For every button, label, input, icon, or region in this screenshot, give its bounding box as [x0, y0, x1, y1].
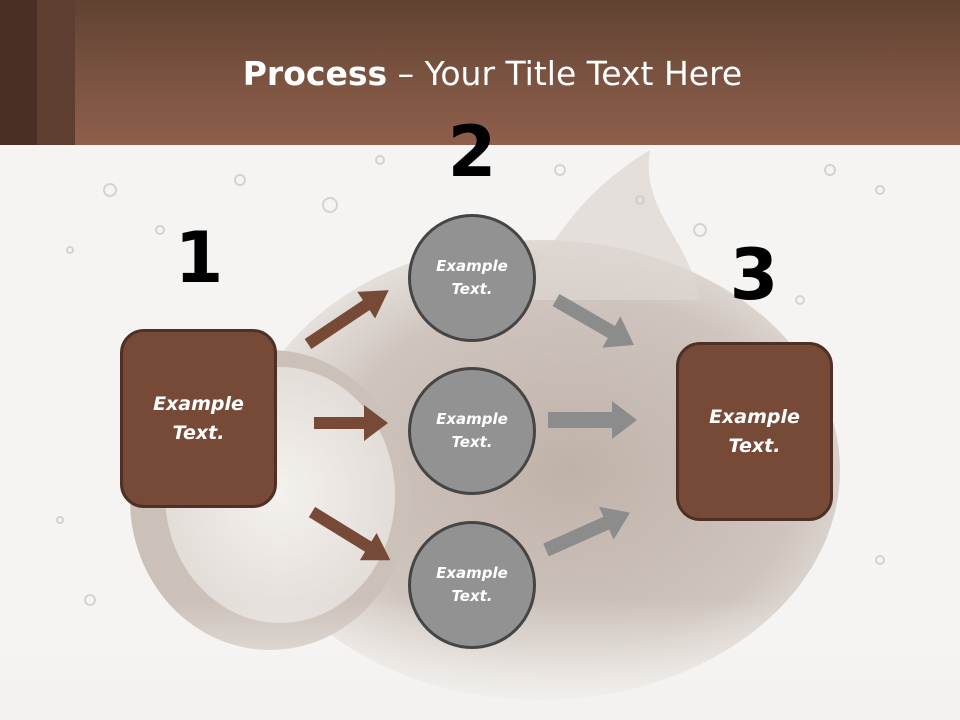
step-3-box[interactable]: Example Text.	[676, 342, 833, 521]
banner-stripe-dark	[0, 0, 37, 145]
step-1-label-line-1: Example	[153, 392, 244, 415]
circle-3-label-line-1: Example	[436, 564, 508, 582]
title-bold-part: Process	[242, 54, 388, 93]
circle-1-label-line-2: Text.	[451, 280, 493, 298]
title-rest-part: – Your Title Text Here	[387, 54, 743, 93]
arrow-right-icon	[548, 401, 637, 439]
step-3-label-line-2: Text.	[728, 434, 781, 457]
circle-1-label-line-1: Example	[436, 257, 508, 275]
step-1-box[interactable]: Example Text.	[120, 329, 277, 508]
circle-2-label-line-2: Text.	[451, 433, 493, 451]
arrow-right-down-icon	[552, 293, 634, 348]
step-3-label-line-1: Example	[709, 405, 800, 428]
banner-stripe-medium	[37, 0, 75, 145]
circle-3-label-line-2: Text.	[451, 587, 493, 605]
title-banner: Process – Your Title Text Here	[0, 0, 960, 145]
step-1-label-line-2: Text.	[172, 421, 225, 444]
slide-title[interactable]: Process – Your Title Text Here	[75, 52, 910, 96]
step-number-3: 3	[729, 234, 779, 316]
arrow-right-icon	[314, 405, 388, 441]
arrow-right-down-icon	[308, 506, 391, 561]
step-2-circle-bottom[interactable]: Example Text.	[408, 521, 536, 649]
step-2-circle-middle[interactable]: Example Text.	[408, 367, 536, 495]
arrow-right-up-icon	[543, 506, 631, 557]
step-number-2: 2	[447, 111, 497, 193]
step-2-circle-top[interactable]: Example Text.	[408, 214, 536, 342]
arrow-right-up-icon	[304, 290, 389, 349]
circle-2-label-line-1: Example	[436, 410, 508, 428]
step-number-1: 1	[174, 217, 224, 299]
